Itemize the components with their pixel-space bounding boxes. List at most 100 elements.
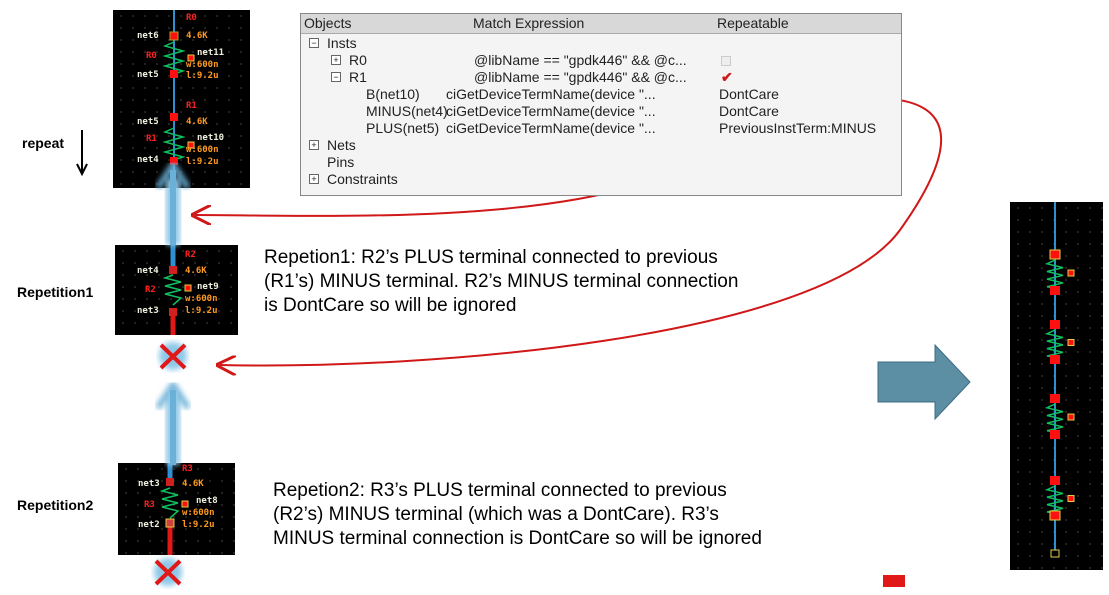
grid-dot [216, 87, 218, 89]
grid-dot [1077, 207, 1079, 209]
grid-dot [1101, 375, 1103, 377]
grid-dot [134, 250, 136, 252]
grid-dot [197, 528, 199, 530]
grid-dot [1089, 531, 1091, 533]
grid-dot [1029, 435, 1031, 437]
grid-dot [156, 159, 158, 161]
grid-dot [134, 262, 136, 264]
grid-dot [1017, 423, 1019, 425]
grid-dot [185, 552, 187, 554]
grid-dot [132, 39, 134, 41]
grid-dot [168, 111, 170, 113]
net-label: net5 [137, 117, 159, 127]
column-header-match-expression[interactable]: Match Expression [473, 15, 585, 31]
grid-dot [216, 27, 218, 29]
column-header-repeatable[interactable]: Repeatable [717, 15, 789, 31]
end-pin [1050, 549, 1060, 558]
grid-dot [120, 159, 122, 161]
expand-icon[interactable]: + [309, 140, 319, 150]
grid-dot [1017, 375, 1019, 377]
width-label: w:600n [185, 294, 218, 304]
grid-dot [204, 75, 206, 77]
grid-dot [206, 274, 208, 276]
grid-dot [206, 310, 208, 312]
grid-dot [1029, 255, 1031, 257]
net-label: net4 [137, 266, 159, 276]
grid-dot [125, 468, 127, 470]
grid-dot [1029, 363, 1031, 365]
grid-dot [122, 310, 124, 312]
grid-dot [1065, 555, 1067, 557]
repeatable-checkbox-r0[interactable] [721, 56, 731, 66]
grid-dot [240, 75, 242, 77]
grid-dot [168, 51, 170, 53]
width-label: w:600n [186, 60, 219, 70]
grid-dot [134, 286, 136, 288]
grid-dot [120, 75, 122, 77]
grid-dot [134, 310, 136, 312]
grid-dot [182, 250, 184, 252]
grid-dot [204, 39, 206, 41]
grid-dot [1101, 435, 1103, 437]
grid-dot [1077, 303, 1079, 305]
grid-dot [120, 27, 122, 29]
grid-dot [221, 528, 223, 530]
grid-dot [168, 27, 170, 29]
object-name: R1 [349, 69, 367, 85]
instance-label: R1 [186, 101, 197, 111]
grid-dot [1065, 279, 1067, 281]
grid-dot [168, 147, 170, 149]
schematic-repetition1: R2 net4 4.6K R2 net9 w:600n net3 l:9.2u [115, 245, 238, 335]
value-label: 4.6K [186, 117, 208, 127]
grid-dot [216, 171, 218, 173]
grid-dot [185, 540, 187, 542]
match-expression: @libName == "gpdk446" && @c... [474, 52, 687, 68]
grid-dot [168, 123, 170, 125]
grid-dot [1029, 231, 1031, 233]
grid-dot [137, 528, 139, 530]
grid-dot [158, 298, 160, 300]
grid-dot [1065, 375, 1067, 377]
grid-dot [1029, 495, 1031, 497]
grid-dot [1041, 375, 1043, 377]
expand-icon[interactable]: + [309, 174, 319, 184]
grid-dot [1101, 315, 1103, 317]
grid-dot [1089, 255, 1091, 257]
grid-dot [180, 63, 182, 65]
grid-dot [209, 492, 211, 494]
repeatable-checkbox-r1-checked-icon[interactable]: ✔ [721, 69, 733, 85]
grid-dot [216, 99, 218, 101]
collapse-icon[interactable]: − [309, 38, 319, 48]
collapse-icon[interactable]: − [331, 72, 341, 82]
grid-dot [1017, 507, 1019, 509]
grid-dot [120, 15, 122, 17]
grid-dot [125, 504, 127, 506]
grid-dot [204, 171, 206, 173]
grid-dot [216, 123, 218, 125]
grid-dot [1077, 243, 1079, 245]
grid-dot [1065, 399, 1067, 401]
glow-arrow-up-2 [155, 379, 191, 465]
grid-dot [1017, 519, 1019, 521]
grid-dot [1089, 315, 1091, 317]
grid-dot [144, 123, 146, 125]
grid-dot [161, 552, 163, 554]
grid-dot [218, 310, 220, 312]
grid-dot [1017, 531, 1019, 533]
expand-icon[interactable]: + [331, 55, 341, 65]
grid-dot [1029, 279, 1031, 281]
resistor-symbol [1044, 259, 1064, 289]
grid-dot [1017, 315, 1019, 317]
grid-dot [204, 111, 206, 113]
grid-dot [204, 147, 206, 149]
column-header-objects[interactable]: Objects [304, 15, 352, 31]
grid-dot [240, 171, 242, 173]
grid-dot [233, 504, 235, 506]
net-label: net10 [197, 133, 224, 143]
grid-dot [1077, 507, 1079, 509]
match-expression: ciGetDeviceTermName(device "... [446, 86, 656, 102]
instance-label: R2 [185, 250, 196, 260]
grid-dot [1029, 459, 1031, 461]
grid-dot [216, 63, 218, 65]
grid-dot [197, 540, 199, 542]
